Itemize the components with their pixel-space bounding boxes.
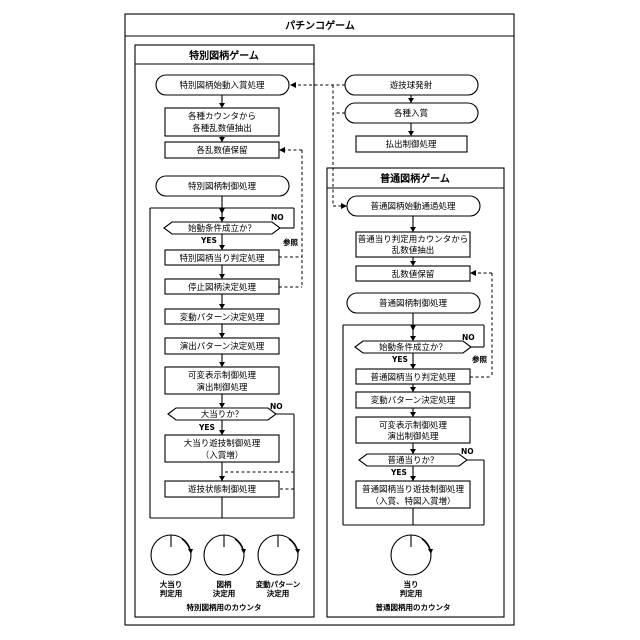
- special-hold-node: 各乱数値保留: [165, 142, 279, 158]
- special-big-hit-control-node: 大当り遊技制御処理 （入賞増）: [165, 435, 279, 462]
- normal-hit-decision: 普通当りか？: [359, 454, 467, 466]
- svg-text:普通当り判定用カウンタから: 普通当り判定用カウンタから: [358, 234, 469, 245]
- special-game-state-node: 遊技状態制御処理: [165, 481, 279, 497]
- special-display-node: 可変表示制御処理 演出制御処理: [165, 367, 279, 394]
- svg-text:決定用: 決定用: [267, 588, 290, 598]
- svg-text:遊技球発射: 遊技球発射: [390, 80, 433, 91]
- svg-text:変動パターン: 変動パターン: [256, 579, 301, 589]
- special-game-title: 特別図柄ゲーム: [189, 49, 259, 62]
- special-stop-decide-node: 停止図柄決定処理: [165, 279, 279, 294]
- special-no-label-1: NO: [271, 213, 284, 222]
- payout-node: 払出制御処理: [356, 136, 467, 152]
- svg-text:特別図柄当り判定処理: 特別図柄当り判定処理: [179, 253, 265, 264]
- normal-display-node: 可変表示制御処理 演出制御処理: [356, 417, 470, 443]
- special-reference-label: 参照: [283, 237, 298, 247]
- special-no-label-2: NO: [270, 402, 283, 411]
- svg-text:可変表示制御処理: 可変表示制御処理: [188, 370, 257, 381]
- svg-text:大当りか？: 大当りか？: [201, 409, 244, 420]
- svg-text:判定用: 判定用: [400, 588, 423, 598]
- svg-text:当り: 当り: [404, 579, 419, 589]
- svg-text:乱数値抽出: 乱数値抽出: [392, 245, 435, 256]
- svg-text:遊技状態制御処理: 遊技状態制御処理: [188, 484, 257, 495]
- svg-text:演出制御処理: 演出制御処理: [196, 382, 248, 393]
- svg-text:判定用: 判定用: [160, 588, 183, 598]
- normal-extract-node: 普通当り判定用カウンタから 乱数値抽出: [356, 232, 470, 257]
- special-control-node: 特別図柄制御処理: [156, 176, 289, 196]
- normal-no-label-2: NO: [461, 447, 474, 456]
- svg-text:演出パターン決定処理: 演出パターン決定処理: [180, 341, 265, 352]
- svg-text:変動パターン決定処理: 変動パターン決定処理: [180, 312, 265, 323]
- special-variation-node: 変動パターン決定処理: [165, 309, 279, 324]
- svg-text:普通図柄制御処理: 普通図柄制御処理: [379, 298, 448, 309]
- svg-text:各種乱数値抽出: 各種乱数値抽出: [192, 123, 252, 134]
- svg-text:特別図柄制御処理: 特別図柄制御処理: [188, 181, 257, 192]
- svg-text:停止図柄決定処理: 停止図柄決定処理: [188, 282, 257, 293]
- svg-text:乱数値保留: 乱数値保留: [392, 269, 435, 280]
- special-effect-node: 演出パターン決定処理: [165, 338, 279, 354]
- special-counter-caption: 特別図柄用のカウンタ: [187, 602, 262, 612]
- special-extract-node: 各種カウンタから 各種乱数値抽出: [165, 108, 279, 136]
- normal-start-node: 普通図柄始動通過処理: [347, 196, 480, 216]
- outer-title: パチンコゲーム: [285, 19, 355, 32]
- normal-hit-judge-node: 普通図柄当り判定処理: [356, 369, 470, 384]
- special-hit-judge-node: 特別図柄当り判定処理: [165, 250, 279, 265]
- svg-text:始動条件成立か？: 始動条件成立か？: [379, 342, 447, 353]
- normal-start-condition-decision: 始動条件成立か？: [355, 341, 471, 353]
- normal-game-title: 普通図柄ゲーム: [380, 172, 450, 185]
- svg-text:特別図柄始動入賞処理: 特別図柄始動入賞処理: [179, 80, 265, 91]
- svg-text:各種カウンタから: 各種カウンタから: [188, 111, 256, 122]
- svg-text:大当り遊技制御処理: 大当り遊技制御処理: [184, 438, 261, 449]
- normal-yes-label-1: YES: [391, 355, 408, 364]
- svg-text:始動条件成立か？: 始動条件成立か？: [188, 223, 256, 234]
- svg-text:各種入賞: 各種入賞: [394, 108, 428, 119]
- svg-text:各乱数値保留: 各乱数値保留: [196, 145, 247, 156]
- special-yes-label-2: YES: [198, 423, 215, 432]
- normal-hit-control-node: 普通図柄当り遊技制御処理 （入賞、特図入賞増）: [356, 481, 470, 508]
- svg-text:可変表示制御処理: 可変表示制御処理: [379, 420, 448, 431]
- special-big-hit-decision: 大当りか？: [168, 408, 276, 420]
- svg-text:（入賞、特図入賞増）: （入賞、特図入賞増）: [370, 496, 455, 507]
- svg-text:図柄: 図柄: [217, 579, 232, 589]
- special-start-condition-decision: 始動条件成立か？: [164, 222, 280, 234]
- svg-text:普通当りか？: 普通当りか？: [387, 455, 438, 466]
- counter-variation-pattern: 変動パターン 決定用: [256, 535, 301, 598]
- svg-text:普通図柄当り遊技制御処理: 普通図柄当り遊技制御処理: [362, 484, 465, 495]
- svg-text:大当り: 大当り: [160, 579, 183, 589]
- various-prize-node: 各種入賞: [345, 103, 478, 123]
- normal-hold-node: 乱数値保留: [356, 266, 470, 281]
- svg-text:決定用: 決定用: [213, 588, 236, 598]
- svg-text:変動パターン決定処理: 変動パターン決定処理: [371, 395, 456, 406]
- normal-reference-label: 参照: [472, 354, 487, 364]
- ball-fire-node: 遊技球発射: [345, 75, 478, 95]
- normal-counter-caption: 普通図柄用のカウンタ: [376, 602, 451, 612]
- normal-yes-label-2: YES: [390, 468, 407, 477]
- normal-no-label-1: NO: [462, 333, 475, 342]
- normal-control-node: 普通図柄制御処理: [347, 293, 480, 313]
- svg-text:普通図柄当り判定処理: 普通図柄当り判定処理: [370, 372, 456, 383]
- svg-text:払出制御処理: 払出制御処理: [385, 139, 437, 150]
- normal-variation-node: 変動パターン決定処理: [356, 392, 470, 408]
- special-start-node: 特別図柄始動入賞処理: [156, 75, 289, 95]
- svg-text:普通図柄始動通過処理: 普通図柄始動通過処理: [370, 201, 456, 212]
- special-yes-label-1: YES: [200, 236, 217, 245]
- svg-text:（入賞増）: （入賞増）: [201, 450, 244, 461]
- svg-text:演出制御処理: 演出制御処理: [387, 431, 439, 442]
